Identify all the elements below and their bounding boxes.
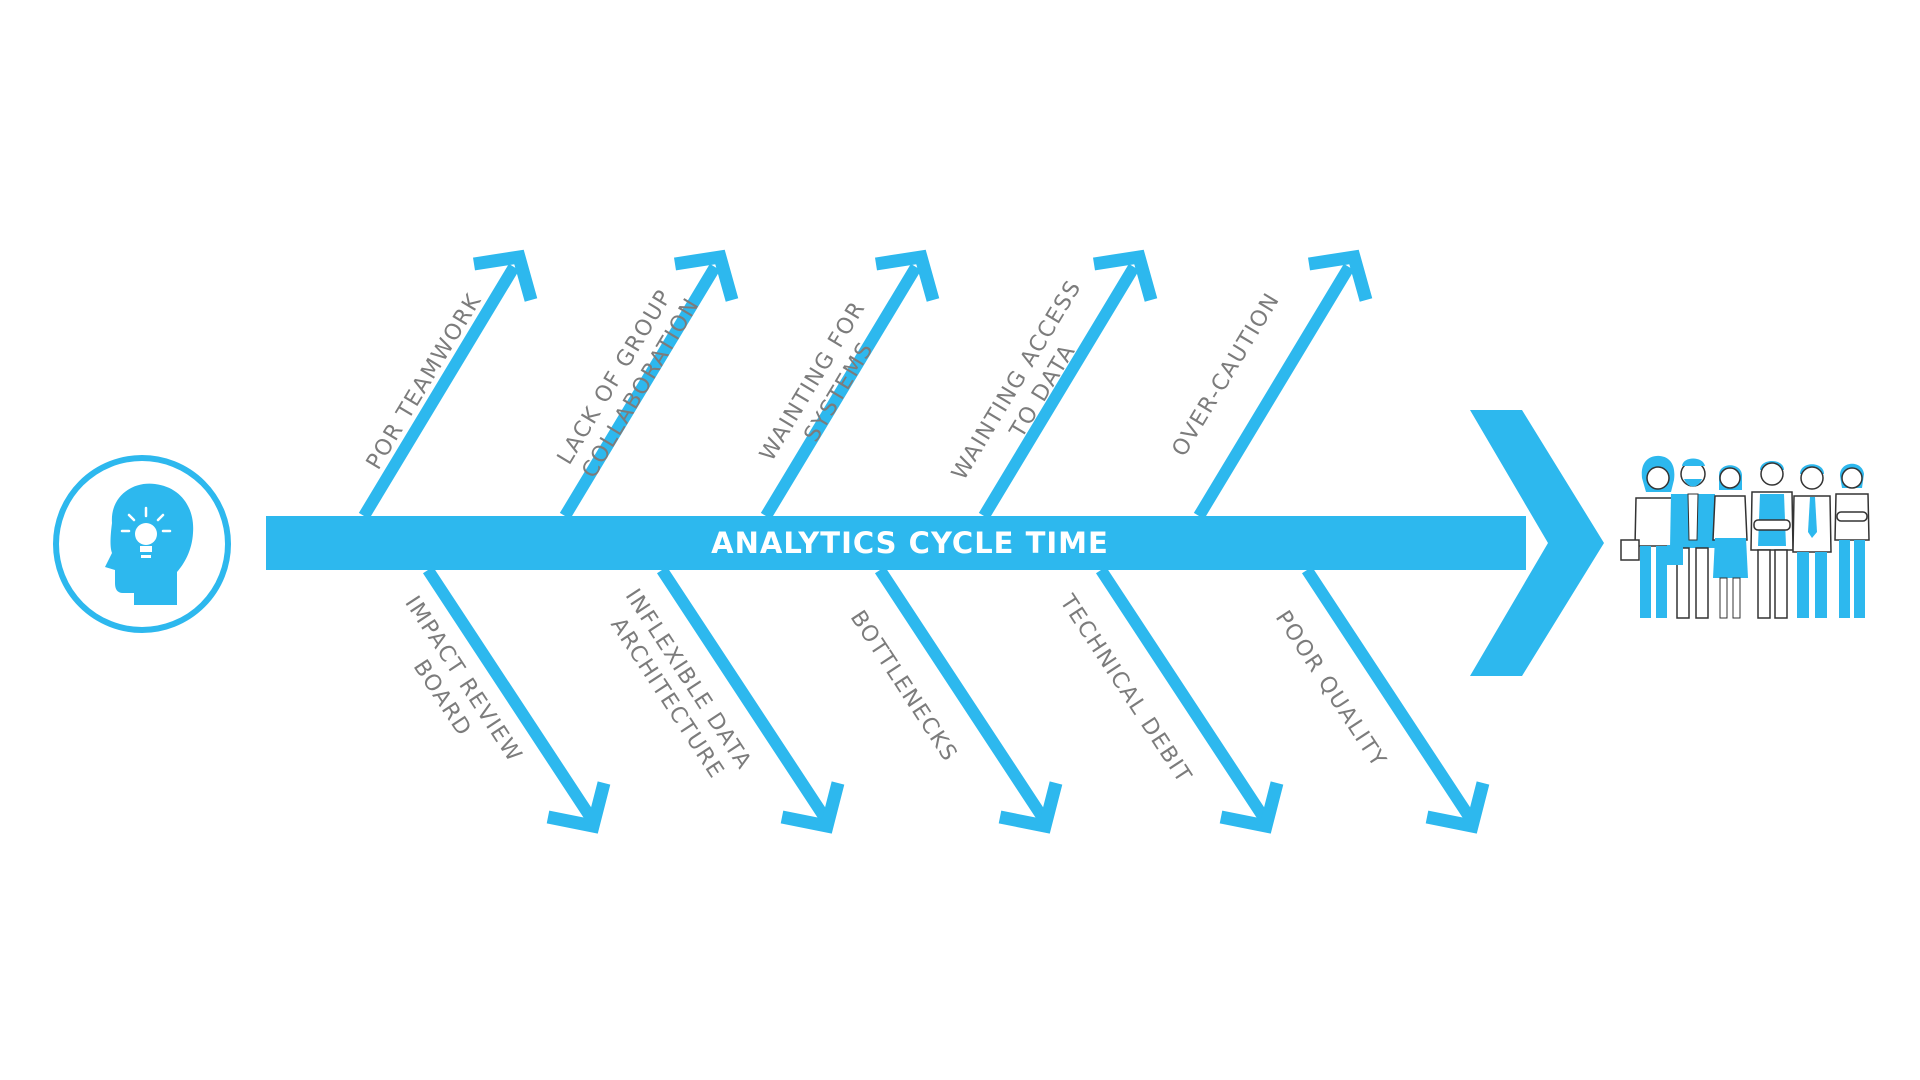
cause-label: POOR QUALITY [1270,606,1391,772]
head-lightbulb-icon [53,455,231,633]
spine-shaft [266,516,1526,570]
person-icon [1834,463,1870,618]
bottom-bone-1: IMPACT REVIEW BOARD [400,566,611,834]
top-bone-3: WAINTING FOR SYSTEMS [755,249,940,520]
cause-label: LACK OF GROUP COLLABORATION [553,278,706,484]
cause-label: WAINTING ACCESS TO DATA [947,269,1115,499]
spine-arrowhead [1470,410,1604,676]
spine: ANALYTICS CYCLE TIME [266,410,1604,676]
top-bone-2: LACK OF GROUP COLLABORATION [553,249,739,520]
cause-label: BOTTLENECKS [845,606,962,766]
bottom-bone-3: BOTTLENECKS [845,566,1063,834]
bottom-bone-2: INFLEXIBLE DATA ARCHITECTURE [605,566,845,834]
cause-label: WAINTING FOR SYSTEMS [755,289,899,480]
bottom-bone-5: POOR QUALITY [1270,566,1490,834]
bottom-bone-4: TECHNICAL DEBIT [1054,566,1284,834]
top-bone-4: WAINTING ACCESS TO DATA [947,249,1158,520]
cause-label: POR TEAMWORK [362,289,487,474]
spine-title: ANALYTICS CYCLE TIME [711,526,1109,560]
person-icon [1620,455,1682,618]
cause-label: OVER-CAUTION [1168,288,1286,461]
top-bone-1: POR TEAMWORK [358,249,538,520]
top-bone-5: OVER-CAUTION [1168,249,1373,520]
person-icon [1750,461,1794,619]
person-icon [1792,464,1832,618]
person-icon [1712,465,1748,619]
person-icon [1667,458,1716,619]
team-of-people-icon [1620,455,1870,619]
